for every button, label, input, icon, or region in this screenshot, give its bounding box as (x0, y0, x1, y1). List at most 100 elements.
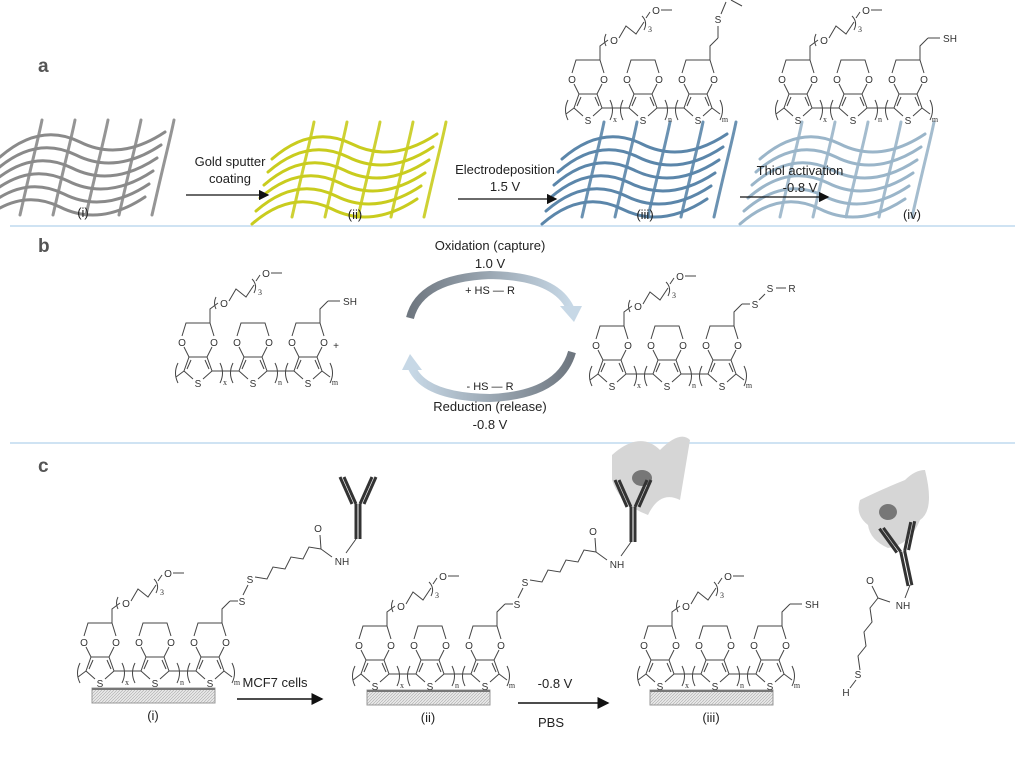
atom-label: R (788, 284, 795, 295)
atom-label: S (719, 382, 726, 393)
fiber-mesh-pedot (540, 120, 738, 226)
step-label-voltage: -0.8 V (538, 676, 573, 691)
subscript-label: n (455, 681, 459, 690)
atom-label: O (568, 75, 576, 86)
atom-label: SH (343, 297, 357, 308)
atom-label: O (652, 6, 660, 17)
atom-label: O (810, 75, 818, 86)
atom-label: O (647, 341, 655, 352)
step-label-electro-1: Electrodeposition (455, 162, 555, 177)
subscript-label: m (746, 381, 753, 390)
atom-label: S (305, 379, 312, 390)
oxidation-arrow (406, 270, 574, 320)
reduction-arrowhead-icon (402, 354, 422, 370)
atom-label: O (866, 576, 874, 587)
atom-label: O (265, 338, 273, 349)
atom-label: S (522, 578, 529, 589)
atom-label: S (207, 679, 214, 690)
subscript-label: n (668, 115, 672, 124)
atom-label: O (442, 641, 450, 652)
atom-label: O (178, 338, 186, 349)
atom-label: O (355, 641, 363, 652)
atom-label: S (372, 682, 379, 693)
subscript-label: n (180, 678, 184, 687)
atom-label: O (288, 338, 296, 349)
atom-label: O (600, 75, 608, 86)
atom-label: NH (896, 601, 910, 612)
reduction-voltage: -0.8 V (473, 417, 508, 432)
subscript-label: m (509, 681, 516, 690)
atom-label: O (676, 272, 684, 283)
atom-label: O (167, 638, 175, 649)
atom-label: O (695, 641, 703, 652)
atom-label: O (164, 569, 172, 580)
atom-label: O (672, 641, 680, 652)
stage-label-c-i: (i) (147, 708, 159, 723)
subscript-label: m (234, 678, 241, 687)
stage-label-a-i: (i) (77, 205, 89, 220)
stage-label-a-iii: (iii) (636, 207, 653, 222)
atom-label: S (250, 379, 257, 390)
atom-label: S (712, 682, 719, 693)
atom-label: S (427, 682, 434, 693)
atom-label: O (640, 641, 648, 652)
subscript-label: 3 (435, 591, 439, 600)
atom-label: S (767, 284, 774, 295)
atom-label: S (239, 597, 246, 608)
stage-label-a-ii: (ii) (348, 207, 362, 222)
atom-label: O (592, 341, 600, 352)
atom-label: S (152, 679, 159, 690)
atom-label: SH (943, 34, 957, 45)
atom-label: O (80, 638, 88, 649)
atom-label: S (97, 679, 104, 690)
step-label-electro-2: 1.5 V (490, 179, 521, 194)
atom-label: O (710, 75, 718, 86)
atom-label: H (842, 688, 849, 699)
subscript-label: x (637, 381, 641, 390)
atom-label: O (210, 338, 218, 349)
subscript-label: 3 (858, 25, 862, 34)
atom-label: O (634, 302, 642, 313)
atom-label: S (695, 116, 702, 127)
atom-label: + (333, 341, 339, 352)
atom-label: O (233, 338, 241, 349)
atom-label: S (767, 682, 774, 693)
atom-label: O (410, 641, 418, 652)
subscript-label: m (332, 378, 339, 387)
add-thiol-label: + HS — R (465, 285, 515, 297)
atom-label: O (439, 572, 447, 583)
atom-label: O (782, 641, 790, 652)
atom-label: O (679, 341, 687, 352)
subscript-label: 3 (672, 291, 676, 300)
panel-label-c: c (38, 456, 49, 477)
atom-label: S (482, 682, 489, 693)
subscript-label: m (794, 681, 801, 690)
atom-label: S (715, 15, 722, 26)
subscript-label: x (400, 681, 404, 690)
atom-label: O (320, 338, 328, 349)
atom-label: O (862, 6, 870, 17)
atom-label: O (702, 341, 710, 352)
subscript-label: m (932, 115, 939, 124)
atom-label: O (589, 527, 597, 538)
atom-label: O (387, 641, 395, 652)
step-label-pbs: PBS (538, 715, 564, 730)
reduction-label: Reduction (release) (433, 399, 546, 414)
panel-label-a: a (38, 56, 49, 77)
atom-label: O (135, 638, 143, 649)
atom-label: O (610, 36, 618, 47)
atom-label: O (682, 602, 690, 613)
step-label-thiol-2: -0.8 V (783, 180, 818, 195)
atom-label: O (820, 36, 828, 47)
subscript-label: x (125, 678, 129, 687)
stage-label-c-ii: (ii) (421, 710, 435, 725)
atom-label: S (905, 116, 912, 127)
atom-label: SH (805, 600, 819, 611)
subscript-label: m (722, 115, 729, 124)
atom-label: O (190, 638, 198, 649)
oxidation-label: Oxidation (capture) (435, 238, 546, 253)
